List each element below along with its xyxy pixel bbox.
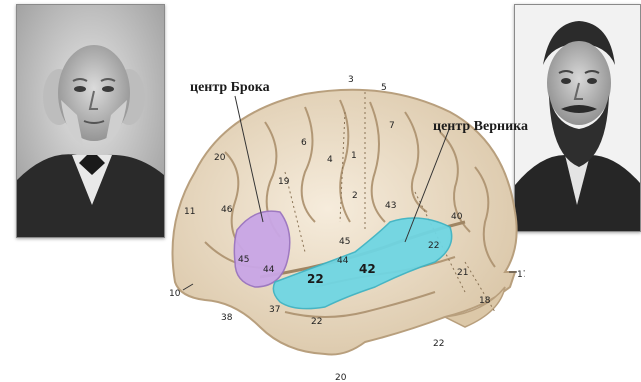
area-47: 38 bbox=[221, 313, 233, 323]
area-22-anterior: 22 bbox=[307, 272, 324, 286]
wernicke-center-label: центр Верника bbox=[433, 119, 528, 135]
area-41: 44 bbox=[337, 256, 349, 266]
area-45: 45 bbox=[238, 255, 249, 265]
area-40: 43 bbox=[385, 201, 396, 211]
area-18: 18 bbox=[479, 296, 491, 306]
area-42: 42 bbox=[359, 262, 376, 276]
area-20: 20 bbox=[335, 373, 347, 382]
area-6: 6 bbox=[301, 138, 307, 148]
area-4: 4 bbox=[327, 155, 333, 165]
area-46: 46 bbox=[221, 205, 233, 215]
area-43: 45 bbox=[339, 237, 350, 247]
area-10: 11 bbox=[184, 207, 195, 217]
broca-center-label: центр Брока bbox=[190, 80, 270, 96]
area-2: 2 bbox=[352, 191, 358, 201]
area-11: 10 bbox=[169, 289, 181, 299]
area-7: 7 bbox=[389, 121, 395, 131]
portrait-right-drawing bbox=[515, 5, 640, 231]
portrait-right-photo bbox=[514, 4, 641, 232]
portrait-left-photo bbox=[16, 4, 165, 238]
area-19: 21 bbox=[457, 268, 468, 278]
area-8: 19 bbox=[278, 177, 290, 187]
portrait-left-drawing bbox=[17, 5, 164, 237]
area-21: 22 bbox=[311, 317, 322, 327]
area-38: 37 bbox=[269, 305, 280, 315]
area-9: 20 bbox=[214, 153, 226, 163]
area-17: 17 bbox=[517, 270, 525, 280]
area-44: 44 bbox=[263, 265, 275, 275]
area-37: 22 bbox=[433, 339, 444, 349]
area-1: 1 bbox=[351, 151, 357, 161]
area-5: 5 bbox=[381, 83, 387, 93]
area-39: 40 bbox=[451, 212, 463, 222]
area-22-posterior: 22 bbox=[428, 241, 439, 251]
area-3: 3 bbox=[348, 75, 354, 85]
